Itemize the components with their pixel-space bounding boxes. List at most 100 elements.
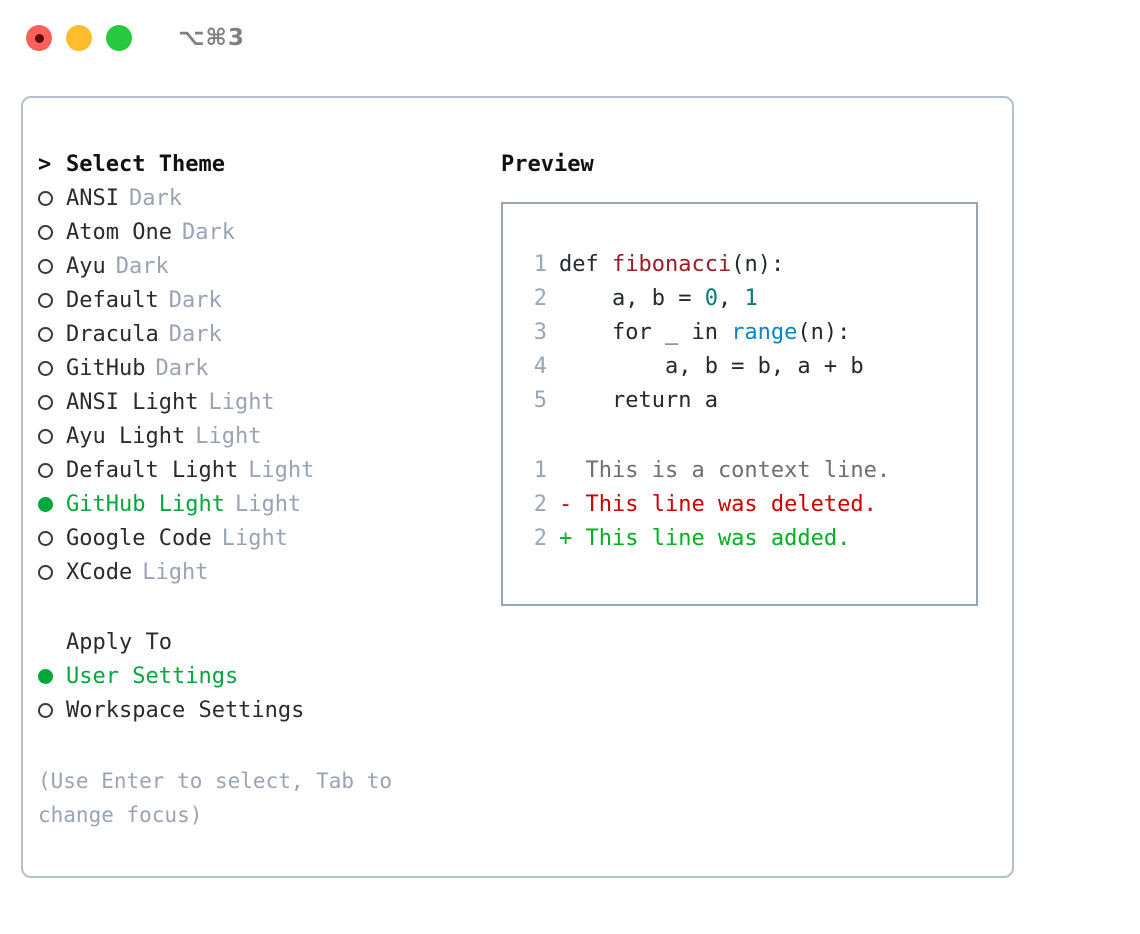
theme-option-tag: Dark — [168, 288, 222, 313]
code-line: 2 a, b = 0, 1 — [519, 282, 976, 316]
radio-unselected-icon — [38, 463, 53, 478]
radio-unselected-icon — [38, 565, 53, 580]
theme-option-github-light[interactable]: GitHub Light Light — [38, 488, 493, 522]
theme-option-label: Atom One — [66, 220, 172, 245]
radio-unselected-icon — [38, 259, 53, 274]
theme-option-marker[interactable] — [38, 284, 66, 318]
theme-option-tag: Light — [208, 390, 275, 415]
theme-option-xcode[interactable]: XCode Light — [38, 556, 493, 590]
code-token: def — [559, 252, 612, 277]
theme-option-marker[interactable] — [38, 556, 66, 590]
radio-unselected-icon — [38, 191, 53, 206]
theme-option-tag: Dark — [155, 356, 209, 381]
line-number: 1 — [533, 252, 547, 277]
theme-option-marker[interactable] — [38, 386, 66, 420]
theme-option-tag: Light — [195, 424, 262, 449]
code-token: for _ in — [559, 320, 732, 345]
apply-to-option-user-settings[interactable]: User Settings — [38, 660, 493, 694]
theme-option-label: Ayu — [66, 254, 106, 279]
theme-option-label: Default Light — [66, 458, 239, 483]
theme-option-label: Dracula — [66, 322, 159, 347]
theme-option-label: ANSI Light — [66, 390, 199, 415]
code-token: 1 — [744, 286, 758, 311]
line-number: 2 — [533, 492, 547, 517]
close-window-button[interactable] — [26, 25, 52, 51]
radio-selected-icon — [38, 669, 53, 684]
apply-to-option-marker[interactable] — [38, 694, 66, 728]
theme-option-marker[interactable] — [38, 318, 66, 352]
code-token: a, b = b, a + b — [559, 354, 864, 379]
line-number: 3 — [533, 320, 547, 345]
theme-option-marker[interactable] — [38, 454, 66, 488]
theme-option-atom-one[interactable]: Atom One Dark — [38, 216, 493, 250]
theme-option-default-light[interactable]: Default Light Light — [38, 454, 493, 488]
radio-unselected-icon — [38, 531, 53, 546]
code-text: a, b = b, a + b — [559, 350, 864, 384]
apply-to-option-label: Workspace Settings — [66, 698, 305, 723]
minimize-window-button[interactable] — [66, 25, 92, 51]
theme-option-marker[interactable] — [38, 352, 66, 386]
diff-line-del: 2 - This line was deleted. — [519, 488, 976, 522]
line-number: 5 — [533, 388, 547, 413]
diff-text: - This line was deleted. — [559, 492, 877, 517]
radio-unselected-icon — [38, 395, 53, 410]
theme-option-tag: Light — [234, 492, 302, 517]
apply-to-option-marker[interactable] — [38, 660, 66, 694]
code-token: a, b = — [559, 286, 705, 311]
code-line: 5 return a — [519, 384, 976, 418]
theme-option-label: ANSI — [66, 186, 119, 211]
line-number: 1 — [533, 458, 547, 483]
code-token: fibonacci — [611, 252, 732, 277]
radio-selected-icon — [38, 497, 53, 512]
code-token: return a — [559, 388, 718, 413]
maximize-window-button[interactable] — [106, 25, 132, 51]
theme-option-marker[interactable] — [38, 420, 66, 454]
code-text: a, b = 0, 1 — [559, 282, 758, 316]
theme-option-tag: Dark — [128, 186, 182, 211]
code-token: (n): — [731, 252, 785, 277]
theme-option-label: GitHub Light — [66, 492, 225, 517]
apply-to-title: Apply To — [66, 630, 172, 655]
theme-option-default[interactable]: Default Dark — [38, 284, 493, 318]
theme-option-ansi-light[interactable]: ANSI Light Light — [38, 386, 493, 420]
theme-option-label: XCode — [66, 560, 133, 585]
theme-option-label: Default — [66, 288, 159, 313]
theme-option-tag: Light — [142, 560, 209, 585]
code-token: 0 — [704, 286, 718, 311]
code-line: 3 for _ in range(n): — [519, 316, 976, 350]
theme-option-tag: Dark — [115, 254, 169, 279]
code-line: 1 def fibonacci(n): — [519, 248, 976, 282]
line-number: 2 — [533, 526, 547, 551]
theme-option-ayu[interactable]: Ayu Dark — [38, 250, 493, 284]
theme-option-tag: Light — [248, 458, 315, 483]
code-token: range — [731, 320, 798, 345]
code-token: , — [717, 286, 745, 311]
diff-line-add: 2 + This line was added. — [519, 522, 976, 556]
apply-to-option-workspace-settings[interactable]: Workspace Settings — [38, 694, 493, 728]
diff-line-context: 1 This is a context line. — [519, 454, 976, 488]
radio-unselected-icon — [38, 361, 53, 376]
theme-option-marker[interactable] — [38, 216, 66, 250]
theme-option-tag: Dark — [181, 220, 235, 245]
theme-option-marker[interactable] — [38, 488, 66, 522]
theme-option-marker[interactable] — [38, 182, 66, 216]
radio-unselected-icon — [38, 703, 53, 718]
diff-text: + This line was added. — [559, 526, 851, 551]
preview-title: Preview — [501, 152, 594, 177]
theme-option-marker[interactable] — [38, 522, 66, 556]
radio-unselected-icon — [38, 429, 53, 444]
diff-sample: 1 This is a context line. 2 - This line wa… — [519, 454, 976, 556]
theme-option-ansi[interactable]: ANSI Dark — [38, 182, 493, 216]
theme-option-marker[interactable] — [38, 250, 66, 284]
